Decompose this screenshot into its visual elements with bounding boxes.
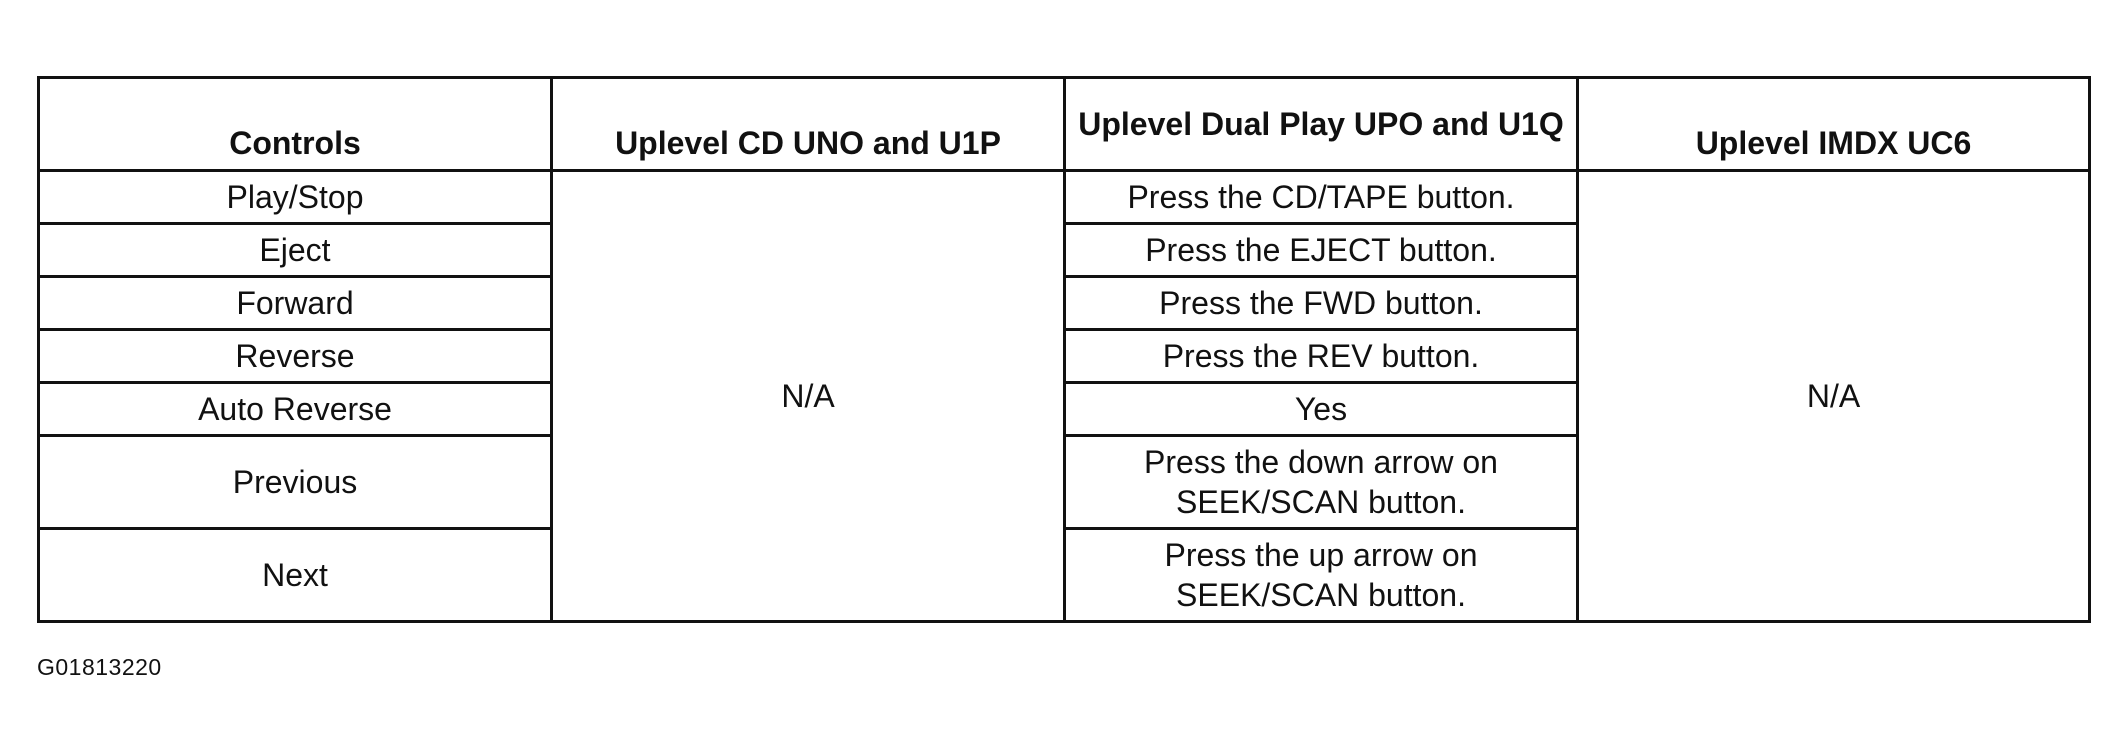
uplevel-cd-value: N/A xyxy=(550,169,1066,623)
controls-table: Controls Uplevel CD UNO and U1P Uplevel … xyxy=(37,76,2091,623)
control-name: Next xyxy=(37,527,553,623)
control-name: Forward xyxy=(37,275,553,331)
control-name: Previous xyxy=(37,434,553,530)
control-name: Play/Stop xyxy=(37,169,553,225)
table-row: Previous Press the down arrow on SEEK/SC… xyxy=(37,434,2090,530)
dual-play-value: Yes xyxy=(1063,381,1579,437)
dual-play-value: Press the FWD button. xyxy=(1063,275,1579,331)
dual-play-value: Press the EJECT button. xyxy=(1063,222,1579,278)
header-uplevel-dual-play: Uplevel Dual Play UPO and U1Q xyxy=(1063,76,1579,172)
figure-code: G01813220 xyxy=(37,654,162,680)
dual-play-value: Press the CD/TAPE button. xyxy=(1063,169,1579,225)
dual-play-value: Press the REV button. xyxy=(1063,328,1579,384)
control-name: Reverse xyxy=(37,328,553,384)
control-name: Eject xyxy=(37,222,553,278)
header-row: Controls Uplevel CD UNO and U1P Uplevel … xyxy=(37,76,2091,172)
dual-play-value: Press the up arrow on SEEK/SCAN button. xyxy=(1063,527,1579,623)
table-row: Next Press the up arrow on SEEK/SCAN but… xyxy=(37,527,2090,623)
header-uplevel-cd: Uplevel CD UNO and U1P xyxy=(550,76,1066,172)
header-controls: Controls xyxy=(37,76,553,172)
dual-play-value: Press the down arrow on SEEK/SCAN button… xyxy=(1063,434,1579,530)
header-uplevel-imdx: Uplevel IMDX UC6 xyxy=(1576,76,2091,172)
uplevel-imdx-value: N/A xyxy=(1576,169,2091,623)
table-row: Reverse Press the REV button. xyxy=(37,328,2090,384)
table-row: Forward Press the FWD button. xyxy=(37,275,2090,331)
table-row: Play/Stop N/A Press the CD/TAPE button. … xyxy=(37,169,2091,623)
table-row: Auto Reverse Yes xyxy=(37,381,2090,437)
table-row: Eject Press the EJECT button. xyxy=(37,222,2090,278)
control-name: Auto Reverse xyxy=(37,381,553,437)
